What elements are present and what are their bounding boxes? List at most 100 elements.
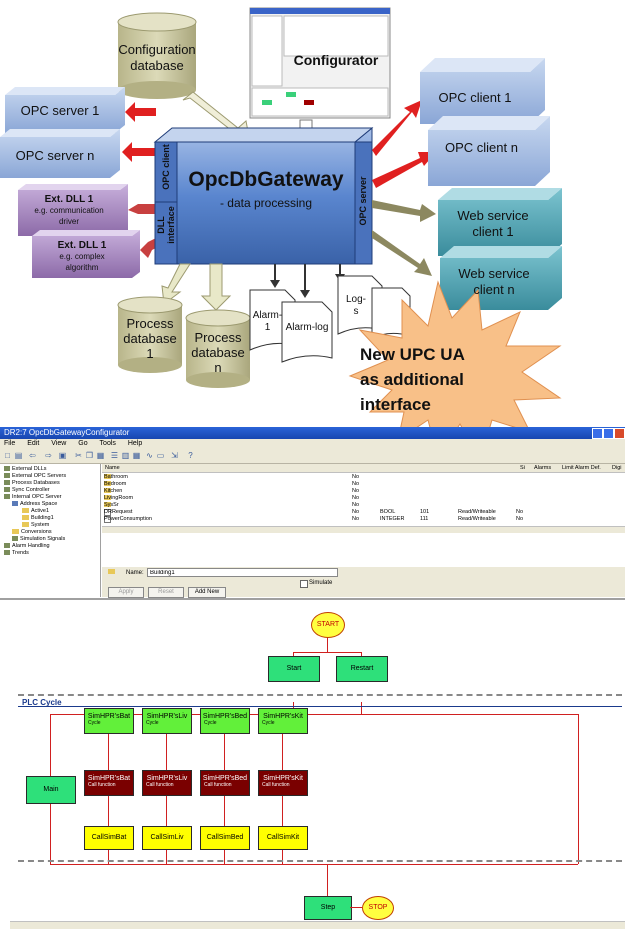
new-icon[interactable]: □	[5, 451, 10, 460]
col-limit-header[interactable]: Limit Alarm Def.	[562, 465, 601, 471]
open-icon[interactable]: ▤	[14, 451, 23, 460]
maximize-icon[interactable]	[603, 428, 614, 439]
toolbar: □ ▤ ⇦ ⇨ ▣ ✂ ❐ ▦ ☰ ▥ ▦ ∿ ▭ ⇲ ?	[0, 449, 625, 464]
call-block-bat[interactable]: CallSimBat	[84, 826, 134, 850]
gateway-subtitle: - data processing	[219, 196, 313, 210]
list-horizontal-scrollbar[interactable]	[102, 526, 625, 533]
opc-client-1-box	[420, 58, 545, 124]
tree-item[interactable]: Alarm Handling	[4, 543, 50, 549]
forward-icon[interactable]: ⇨	[45, 451, 52, 460]
plc-cycle-label: PLC Cycle	[22, 698, 62, 707]
diagram-shapes	[0, 7, 562, 430]
start-block[interactable]: Start	[268, 656, 320, 682]
tree-item[interactable]: Address Space	[12, 501, 57, 507]
menu-edit[interactable]: Edit	[27, 440, 40, 447]
opc-server-n-box	[0, 129, 120, 178]
menu-help[interactable]: Help	[127, 440, 143, 447]
list-row[interactable]: Bathroom No	[104, 474, 360, 480]
tree-item[interactable]: External DLLs	[4, 466, 47, 472]
call-block-liv[interactable]: CallSimLiv	[142, 826, 192, 850]
opc-server-side-label: OPC server	[358, 176, 368, 226]
configurator-thumbnail	[249, 7, 391, 119]
name-input[interactable]	[147, 568, 338, 577]
tree-item[interactable]: Process Databases	[4, 480, 60, 486]
restart-block[interactable]: Restart	[336, 656, 388, 682]
stop-oval[interactable]: STOP	[362, 896, 394, 920]
reset-button[interactable]: Reset	[148, 587, 184, 598]
variable-icon[interactable]: ∿	[146, 451, 153, 460]
col-s-header[interactable]: Si	[520, 465, 525, 471]
help-icon[interactable]: ?	[188, 451, 193, 460]
tree-item[interactable]: External OPC Servers	[4, 473, 66, 479]
menu-tools[interactable]: Tools	[99, 440, 116, 447]
list-header: Name Si Alarms Limit Alarm Def. Digi	[102, 464, 625, 473]
apply-button[interactable]: Apply	[108, 587, 144, 598]
list-row[interactable]: PowerConsumption No INTEGER 111 Read/Wri…	[104, 516, 524, 523]
back-icon[interactable]: ⇦	[29, 451, 36, 460]
tree-item[interactable]: Trends	[4, 550, 29, 556]
grid-view-icon[interactable]: ▦	[132, 451, 141, 460]
tree-item[interactable]: Internal OPC Server	[4, 494, 62, 500]
monitor-icon[interactable]: ▭	[156, 451, 165, 460]
col-alarms-header[interactable]: Alarms	[534, 465, 552, 471]
call-block-kit[interactable]: CallSimKit	[258, 826, 308, 850]
new-interface-burst	[348, 280, 562, 430]
list-row[interactable]: LivingRoom No	[104, 495, 360, 501]
tree-item[interactable]: Building1	[22, 515, 54, 521]
call-block-bed[interactable]: CallSimBed	[200, 826, 250, 850]
window-titlebar[interactable]: DR2:7 OpcDbGatewayConfigurator	[0, 427, 625, 439]
properties-panel: Name: Simulate Apply Reset Add New	[102, 567, 625, 598]
main-block[interactable]: Main	[26, 776, 76, 804]
minimize-icon[interactable]	[592, 428, 603, 439]
menu-view[interactable]: View	[51, 440, 67, 447]
tree-item[interactable]: Active1	[22, 508, 49, 514]
tree-item[interactable]: Conversions	[12, 529, 52, 535]
up-folder-icon[interactable]: ▣	[58, 451, 67, 460]
opc-client-side-label: OPC client	[161, 144, 171, 190]
process-db-n-cylinder	[185, 309, 251, 388]
ext-dll-1a-label: Ext. DLL 1 e.g. communication driver	[34, 194, 104, 226]
config-db-cylinder	[117, 12, 197, 99]
ext-dll-1a-box	[18, 184, 128, 236]
step-block[interactable]: Step	[304, 896, 352, 920]
cut-icon[interactable]: ✂	[75, 451, 82, 460]
menu-go[interactable]: Go	[78, 440, 88, 447]
add-new-button[interactable]: Add New	[188, 587, 226, 598]
flow-horizontal-scrollbar[interactable]	[10, 921, 625, 929]
tree-item[interactable]: Sync Controller	[4, 487, 50, 493]
col-name-header[interactable]: Name	[105, 465, 120, 471]
list-view-icon[interactable]: ☰	[110, 451, 119, 460]
list-row[interactable]: SysSr No	[104, 502, 360, 508]
alarm-log-doc	[281, 301, 333, 363]
export-icon[interactable]: ⇲	[171, 451, 178, 460]
close-icon[interactable]	[614, 428, 625, 439]
list-row[interactable]: DRRequest No BOOL 101 Read/Writeable No	[104, 509, 524, 516]
simulate-checkbox[interactable]	[300, 580, 308, 588]
paste-icon[interactable]: ▦	[96, 451, 105, 460]
copy-icon[interactable]: ❐	[85, 451, 94, 460]
alarm-doc-label: Alarm-1	[252, 310, 283, 333]
list-row[interactable]: Kitchen No	[104, 488, 360, 494]
tree-item[interactable]: System	[22, 522, 49, 528]
menu-file[interactable]: File	[4, 440, 16, 447]
web-client-1-box	[438, 188, 562, 256]
start-oval[interactable]: START	[311, 612, 345, 638]
detail-view-icon[interactable]: ▥	[121, 451, 130, 460]
ext-dll-1b-box	[32, 230, 140, 278]
col-dig-header[interactable]: Digi	[612, 465, 622, 471]
list-row[interactable]: Bedroom No	[104, 481, 360, 487]
tree-item[interactable]: Simulation Signals	[12, 536, 65, 542]
